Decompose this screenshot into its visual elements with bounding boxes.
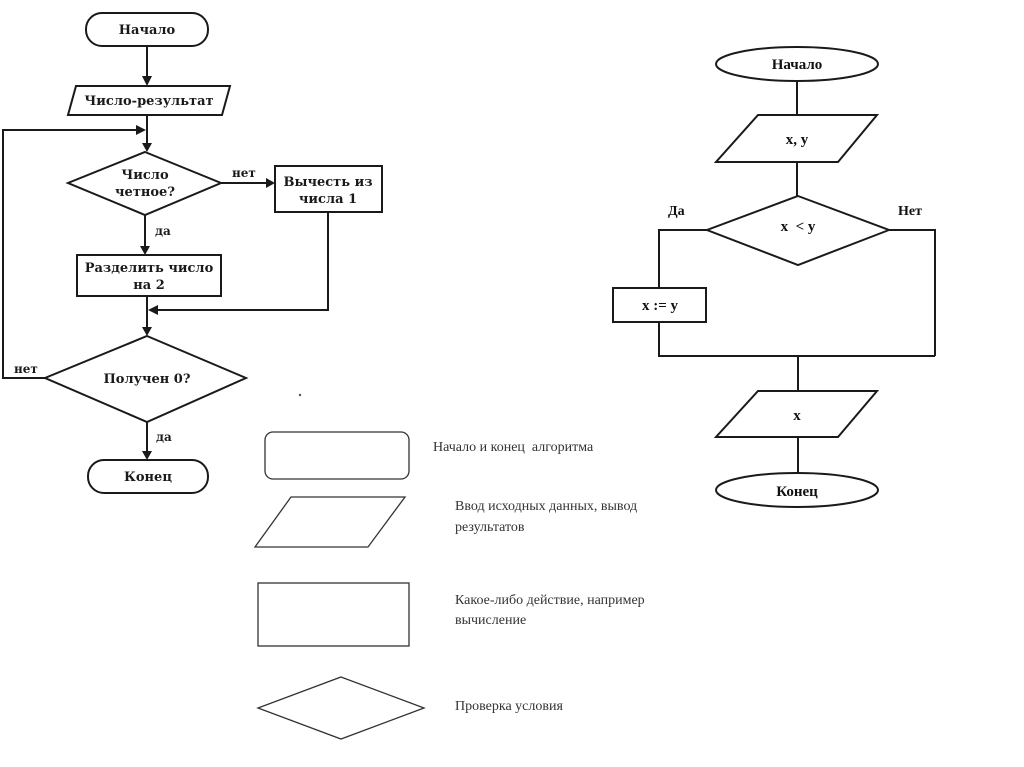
legend-process-text-line1: Какое-либо действие, например	[455, 593, 645, 608]
right-end-text: Конец	[776, 484, 818, 500]
left-yes-label-2: да	[156, 430, 172, 444]
legend-terminator-shape	[264, 431, 410, 480]
left-no-label-1: нет	[232, 166, 256, 180]
left-subtract-line1: Вычесть из	[283, 175, 372, 190]
right-input-text: x, y	[786, 132, 809, 148]
legend: Начало и конец алгоритма Ввод исходных д…	[253, 431, 645, 740]
legend-terminator-text: Начало и конец алгоритма	[433, 440, 594, 455]
arrow-right-icon	[266, 178, 275, 188]
stray-dot	[298, 393, 302, 397]
right-yes-label: Да	[668, 204, 685, 219]
right-assign-text: x := y	[642, 298, 679, 314]
arrow-down-icon	[140, 246, 150, 255]
arrow-down-icon	[142, 76, 152, 86]
left-input-parallelogram	[66, 85, 232, 116]
left-end-terminator	[87, 459, 209, 494]
left-yes-label-1: да	[155, 224, 171, 238]
legend-io-shape	[253, 496, 407, 548]
left-no-label-2: нет	[14, 362, 38, 376]
right-flowchart: Начало x, y x < y Да Нет x := y x Конец	[612, 46, 936, 508]
left-divide-process	[76, 254, 222, 297]
left-decision-zero-text: Получен 0?	[104, 372, 191, 387]
right-start-text: Начало	[772, 57, 823, 73]
right-end-terminator	[715, 472, 879, 508]
left-start-text: Начало	[119, 23, 176, 38]
left-divide-line1: Разделить число	[85, 261, 214, 276]
legend-io-text-line1: Ввод исходных данных, вывод	[455, 499, 637, 514]
left-decision-even	[65, 150, 224, 217]
right-assign-process	[612, 287, 707, 323]
right-output-text: x	[793, 408, 801, 424]
right-input-parallelogram	[713, 114, 880, 163]
left-loop-back-connector	[2, 129, 138, 379]
right-no-label: Нет	[898, 204, 922, 219]
legend-decision-text: Проверка условия	[455, 699, 563, 714]
arrow-left-icon	[148, 305, 158, 315]
arrow-down-icon	[142, 451, 152, 460]
legend-io-text-line2: результатов	[455, 520, 525, 535]
arrow-right-icon	[136, 125, 146, 135]
arrow-down-icon	[142, 327, 152, 336]
right-output-parallelogram	[713, 390, 880, 438]
left-end-text: Конец	[124, 470, 172, 485]
legend-process-text-line2: вычисление	[455, 613, 526, 628]
arrow-down-icon	[142, 143, 152, 152]
right-no-connector	[889, 229, 936, 356]
left-decision-even-line1: Число	[121, 168, 169, 183]
left-decision-even-line2: четное?	[115, 185, 175, 200]
legend-decision-shape	[256, 676, 426, 740]
right-decision-text: x < y	[781, 219, 816, 235]
right-decision	[704, 194, 892, 267]
left-merge-connector	[156, 212, 329, 311]
right-yes-connector	[658, 229, 707, 288]
right-yes-merge-connector	[658, 322, 935, 357]
left-input-text: Число-результат	[84, 94, 213, 109]
left-flowchart: Начало Число-результат Число четное? нет…	[2, 12, 383, 494]
left-divide-line2: на 2	[133, 278, 165, 293]
legend-process-shape	[257, 582, 410, 647]
left-subtract-line2: числа 1	[299, 192, 357, 207]
